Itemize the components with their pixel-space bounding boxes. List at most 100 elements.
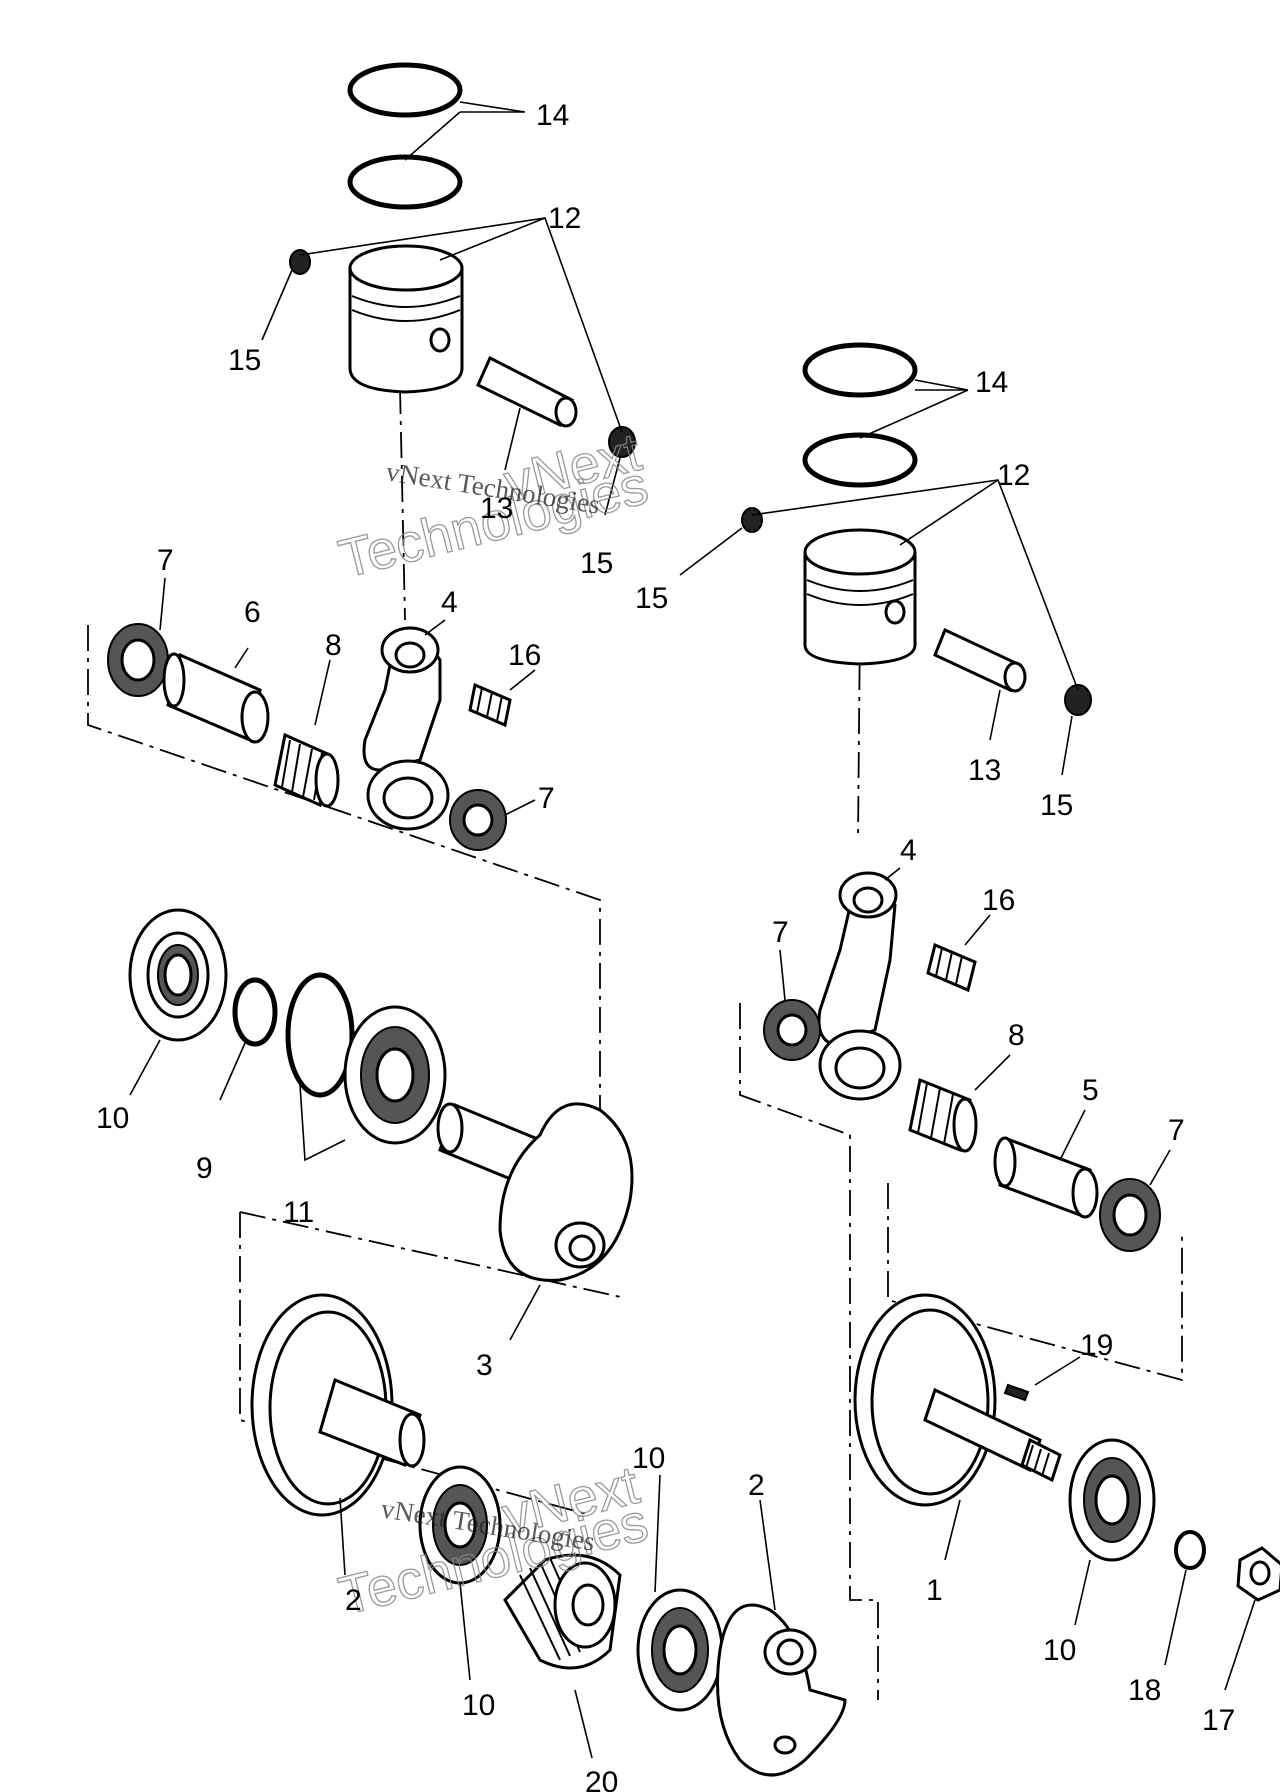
bracket-line-right-rod: [739, 1003, 879, 1700]
piston-right: [803, 528, 917, 666]
crank-pin-right: [993, 1136, 1099, 1219]
callout-label: 10: [1043, 1634, 1076, 1667]
callout-label: 1: [926, 1574, 943, 1607]
callout-label: 15: [635, 582, 668, 615]
callout-label: 14: [536, 99, 569, 132]
leader-10-left: [129, 1039, 161, 1096]
leader-2-right: [759, 1499, 776, 1611]
callout-label: 15: [580, 547, 613, 580]
ball-bearing-lower-a: [418, 1465, 502, 1585]
flywheel-half-2-right: [716, 1603, 847, 1777]
washer-18: [1174, 1530, 1206, 1570]
piston-left: [348, 244, 464, 394]
piston-ring-left-top: [347, 62, 463, 118]
circlip-right-a: [741, 507, 763, 533]
nut-17: [1236, 1546, 1280, 1602]
leader-12-right: [751, 479, 1079, 691]
leader-16-right: [964, 914, 991, 946]
bracket-line-right-pin: [887, 1183, 1183, 1382]
leader-7-left-a: [159, 577, 166, 631]
ball-bearing-lower-b: [636, 1588, 724, 1712]
callout-label: 15: [228, 344, 261, 377]
crank-half-3: [436, 1102, 634, 1282]
connecting-rod-right: [817, 871, 902, 1101]
callout-label: 4: [900, 834, 917, 867]
callout-label: 17: [1202, 1704, 1235, 1737]
leader-15-right-a: [679, 527, 743, 576]
left-crank-group: [128, 908, 634, 1341]
leader-3: [509, 1284, 541, 1341]
crank-half-1: [853, 1293, 1062, 1507]
leader-13-left: [504, 407, 521, 471]
left-rod-group: [107, 577, 536, 851]
callout-label: 15: [1040, 789, 1073, 822]
connecting-rod-left: [362, 626, 450, 831]
leader-9: [219, 1042, 246, 1101]
woodruff-key-19: [1003, 1383, 1030, 1402]
piston-ring-right-bottom: [802, 432, 918, 488]
callout-label: 3: [476, 1349, 493, 1382]
leader-10-lower-b: [654, 1474, 661, 1593]
crank-pin-left: [162, 652, 270, 744]
ball-bearing-left-inner: [343, 1005, 447, 1145]
leader-7-right-b: [1149, 1149, 1171, 1186]
callout-label: 5: [1082, 1074, 1099, 1107]
leader-8-right: [974, 1054, 1011, 1091]
leader-15-right-b: [1061, 715, 1073, 776]
callout-label: 12: [997, 459, 1030, 492]
callout-label: 8: [1008, 1019, 1025, 1052]
callout-label: 9: [196, 1152, 213, 1185]
leader-19: [1034, 1356, 1081, 1386]
leader-15-left-b: [604, 457, 621, 516]
left-piston-group: [261, 62, 636, 516]
flywheel-half-2-left: [250, 1293, 426, 1517]
leader-2-left: [339, 1497, 346, 1576]
axis-line-left-piston: [399, 387, 406, 621]
callout-label: 16: [508, 639, 541, 672]
leader-11: [299, 1084, 346, 1162]
left-lower-group: [250, 1293, 847, 1777]
circlip-left-b: [608, 426, 636, 458]
callout-labels: 14 12 15 13 15 7 6 8 4 16 7 14 12 15 13 …: [96, 99, 1235, 1792]
callout-label: 11: [283, 1196, 314, 1229]
leader-10-lower-a: [459, 1582, 471, 1681]
leader-4-left: [424, 619, 446, 636]
leader-6-left: [234, 647, 249, 669]
leader-14-right: [859, 379, 969, 439]
right-rod-group: [763, 867, 1171, 1252]
leader-7-left-b: [504, 799, 536, 816]
leader-16-left: [509, 669, 536, 691]
leader-13-right: [989, 689, 1001, 741]
needle-bearing-left-big: [273, 732, 340, 808]
needle-bearing-right-small: [926, 942, 977, 993]
callout-label: 16: [982, 884, 1015, 917]
circlip-left-a: [289, 249, 311, 275]
bracket-line-left-crank: [87, 625, 601, 1220]
callout-label: 7: [1168, 1114, 1185, 1147]
leader-20: [574, 1689, 593, 1759]
callout-label: 14: [975, 366, 1008, 399]
callout-label: 13: [480, 492, 513, 525]
leader-10-right: [1074, 1559, 1091, 1626]
callout-label: 7: [538, 782, 555, 815]
leader-7-right-a: [779, 949, 786, 1001]
circlip-right-b: [1064, 684, 1092, 716]
callout-label: 18: [1128, 1674, 1161, 1707]
callout-label: 19: [1080, 1329, 1113, 1362]
callout-label: 6: [244, 596, 261, 629]
right-crank-group: [853, 1293, 1280, 1691]
leader-14-left: [404, 101, 526, 161]
callout-label: 10: [462, 1689, 495, 1722]
wrist-pin-left: [476, 355, 578, 428]
callout-label: 13: [968, 754, 1001, 787]
leader-4-right: [884, 867, 901, 881]
ball-bearing-left-outer: [128, 908, 228, 1042]
leader-5: [1059, 1109, 1086, 1161]
needle-bearing-left-small: [468, 682, 512, 728]
callout-label: 4: [441, 586, 458, 619]
piston-ring-left-bottom: [347, 154, 463, 210]
leader-18: [1164, 1569, 1187, 1666]
callout-label: 20: [585, 1766, 618, 1792]
